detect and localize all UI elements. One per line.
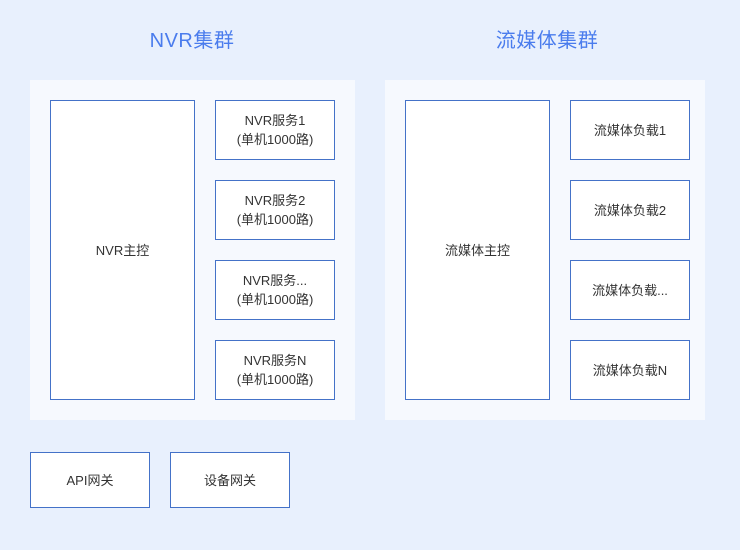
node-media-load-1[interactable]: 流媒体负载1 [570, 100, 690, 160]
cluster-title-media: 流媒体集群 [495, 30, 599, 52]
node-label: 流媒体主控 [444, 242, 510, 258]
node-label-line1: 流媒体负载2 [593, 202, 667, 218]
node-label: API网关 [66, 472, 114, 488]
node-nvr-service-1[interactable]: NVR服务1 (单机1000路) [215, 100, 335, 160]
node-label: 设备网关 [203, 472, 256, 488]
node-label-line1: 流媒体负载... [592, 282, 668, 298]
node-media-master[interactable]: 流媒体主控 [405, 100, 550, 400]
node-nvr-service-2[interactable]: NVR服务2 (单机1000路) [215, 180, 335, 240]
node-media-load-n[interactable]: 流媒体负载N [570, 340, 690, 400]
node-device-gateway[interactable]: 设备网关 [170, 452, 290, 508]
node-label-line1: 流媒体负载N [592, 362, 668, 378]
node-label-line1: NVR服务N [243, 353, 307, 368]
node-label-line1: NVR服务1 [244, 113, 306, 128]
node-media-load-ellipsis[interactable]: 流媒体负载... [570, 260, 690, 320]
node-media-load-2[interactable]: 流媒体负载2 [570, 180, 690, 240]
node-label-line1: NVR服务2 [244, 193, 306, 208]
node-nvr-service-n[interactable]: NVR服务N (单机1000路) [215, 340, 335, 400]
node-nvr-service-ellipsis[interactable]: NVR服务... (单机1000路) [215, 260, 335, 320]
node-label-line2: (单机1000路) [236, 132, 314, 147]
node-label-line2: (单机1000路) [236, 372, 314, 387]
node-label-line2: (单机1000路) [236, 212, 314, 227]
node-label-line1: NVR服务... [242, 273, 308, 288]
node-label: NVR主控 [95, 242, 150, 258]
node-label-line1: 流媒体负载1 [593, 122, 667, 138]
cluster-title-nvr: NVR集群 [149, 30, 235, 52]
node-api-gateway[interactable]: API网关 [30, 452, 150, 508]
node-label-line2: (单机1000路) [236, 292, 314, 307]
node-nvr-master[interactable]: NVR主控 [50, 100, 195, 400]
